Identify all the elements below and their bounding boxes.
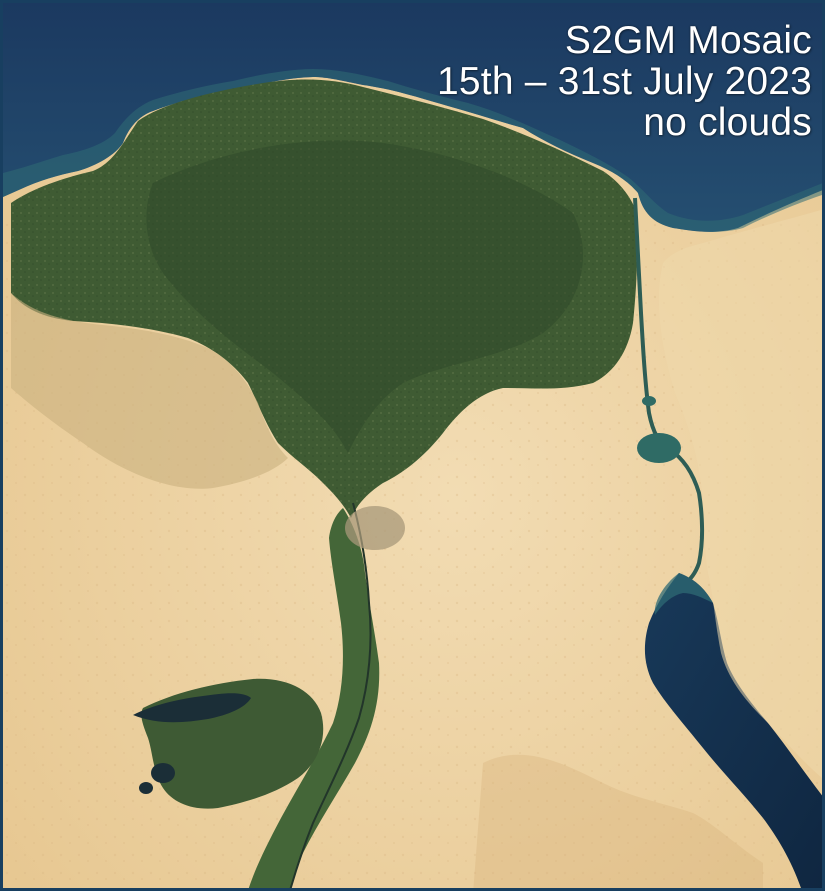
satellite-mosaic-image xyxy=(3,3,822,888)
nile-river-line xyxy=(289,502,372,888)
cairo-urban-area xyxy=(345,506,405,550)
wadi-rayan-lake xyxy=(151,763,175,783)
lake-qarun xyxy=(133,693,251,723)
mosaic-caption: S2GM Mosaic 15th – 31st July 2023 no clo… xyxy=(437,19,812,144)
gulf-shore-shallows xyxy=(654,573,713,615)
western-desert-fringe xyxy=(11,293,288,489)
delta-darker-core xyxy=(146,140,583,454)
eastern-desert-ridges xyxy=(473,754,763,888)
nile-valley xyxy=(248,508,380,888)
gulf-of-suez xyxy=(644,573,822,888)
caption-title: S2GM Mosaic xyxy=(564,19,812,62)
caption-date-range: 15th – 31st July 2023 xyxy=(437,59,812,103)
sinai-desert xyxy=(658,209,822,778)
lake-timsah xyxy=(642,396,656,406)
wadi-rayan-lake-small xyxy=(139,782,153,794)
caption-note: no clouds xyxy=(643,100,812,144)
great-bitter-lake xyxy=(637,433,681,463)
